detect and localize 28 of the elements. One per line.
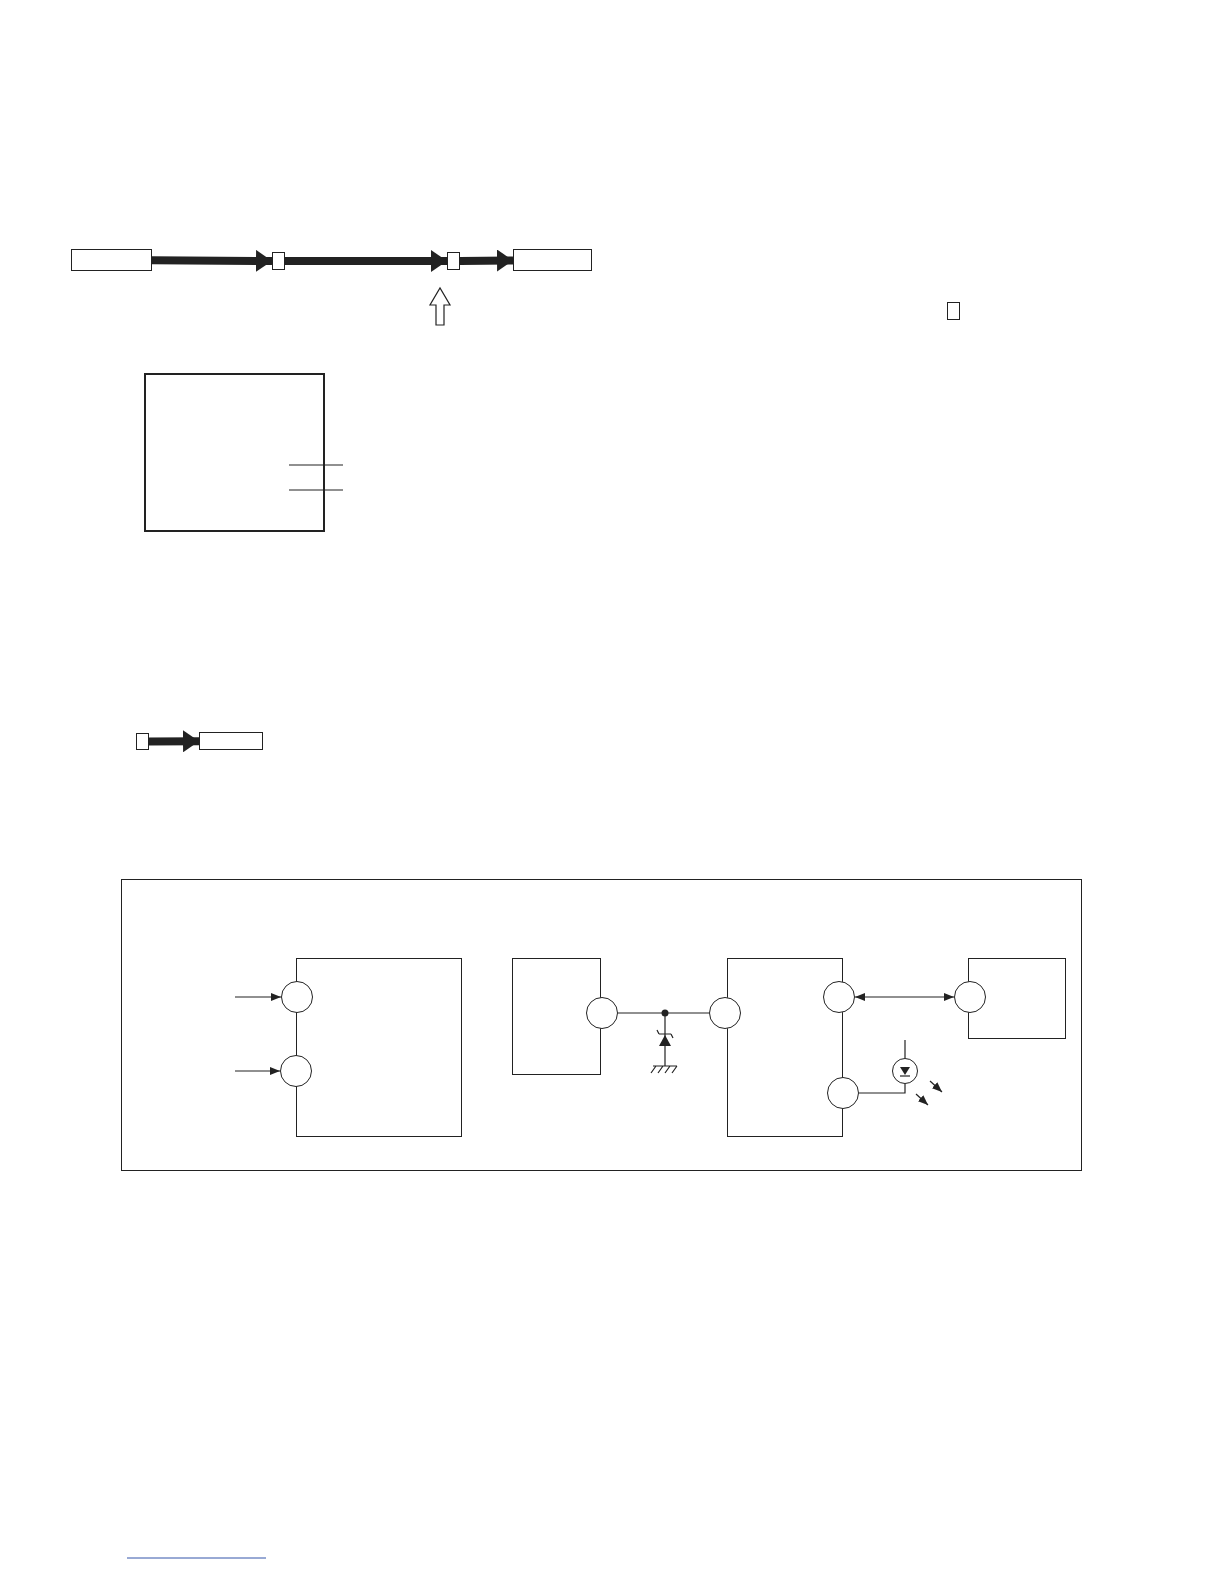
block-box (947, 302, 960, 320)
block-box (144, 373, 325, 532)
port-circle (280, 980, 313, 1013)
block-box (272, 252, 285, 270)
block-box (295, 957, 462, 1137)
block-box (967, 957, 1066, 1039)
connector-line (904, 1039, 906, 1059)
block-box (513, 249, 592, 271)
arrow (854, 993, 955, 1001)
connector-line (617, 1012, 710, 1014)
arrow (234, 1067, 281, 1075)
thick-arrow (151, 249, 273, 272)
thick-arrow (285, 250, 447, 272)
block-box (447, 252, 460, 270)
port-circle (708, 996, 741, 1029)
block-box (71, 249, 152, 271)
block-box (121, 879, 1082, 1171)
port-circle (953, 980, 986, 1013)
thick-arrow (459, 249, 514, 272)
connector-line (858, 1083, 906, 1094)
block-box (199, 732, 263, 750)
arrow (234, 993, 282, 1001)
block-box (511, 957, 601, 1075)
port-circle (891, 1057, 918, 1084)
block-box (726, 957, 843, 1137)
block-box (136, 733, 149, 750)
port-circle (279, 1054, 312, 1087)
thick-arrow (148, 730, 200, 753)
